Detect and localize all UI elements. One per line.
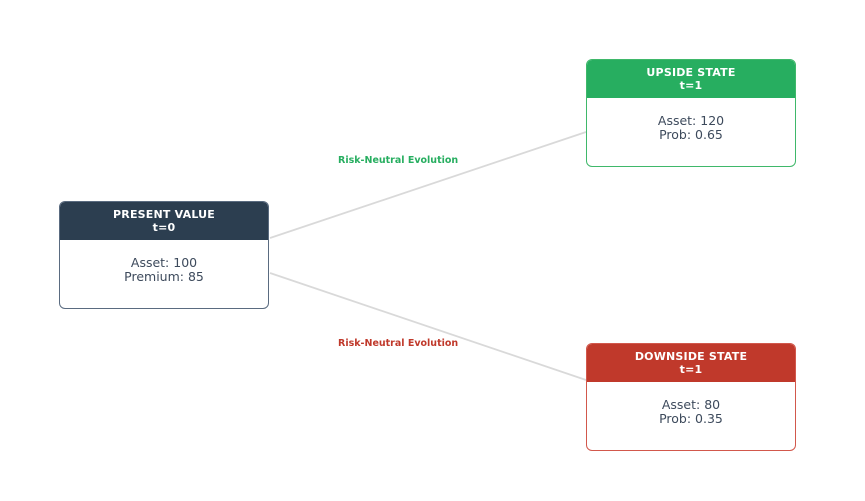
node-up-header: UPSIDE STATE t=1 [587, 60, 795, 98]
edge-label-up: Risk-Neutral Evolution [338, 155, 459, 166]
node-up-time: t=1 [679, 79, 703, 92]
node-present-title: PRESENT VALUE [113, 208, 215, 221]
node-present-body: Asset: 100 Premium: 85 [60, 240, 268, 284]
node-present-premium: Premium: 85 [124, 269, 204, 284]
edge-present-to-down [269, 272, 587, 381]
node-downside-state: DOWNSIDE STATE t=1 Asset: 80 Prob: 0.35 [586, 343, 796, 451]
node-present-value: PRESENT VALUE t=0 Asset: 100 Premium: 85 [59, 201, 269, 309]
edge-present-to-up [269, 131, 587, 239]
node-up-asset: Asset: 120 [657, 113, 725, 128]
edge-label-down: Risk-Neutral Evolution [338, 338, 459, 349]
node-down-header: DOWNSIDE STATE t=1 [587, 344, 795, 382]
node-upside-state: UPSIDE STATE t=1 Asset: 120 Prob: 0.65 [586, 59, 796, 167]
node-down-asset: Asset: 80 [661, 397, 721, 412]
node-down-time: t=1 [679, 363, 703, 376]
node-down-prob: Prob: 0.35 [659, 411, 723, 426]
node-up-prob: Prob: 0.65 [659, 127, 723, 142]
node-up-title: UPSIDE STATE [646, 66, 736, 79]
node-present-time: t=0 [152, 221, 176, 234]
node-present-asset: Asset: 100 [130, 255, 198, 270]
node-down-title: DOWNSIDE STATE [634, 350, 748, 363]
node-up-body: Asset: 120 Prob: 0.65 [587, 98, 795, 142]
node-present-header: PRESENT VALUE t=0 [60, 202, 268, 240]
node-down-body: Asset: 80 Prob: 0.35 [587, 382, 795, 426]
